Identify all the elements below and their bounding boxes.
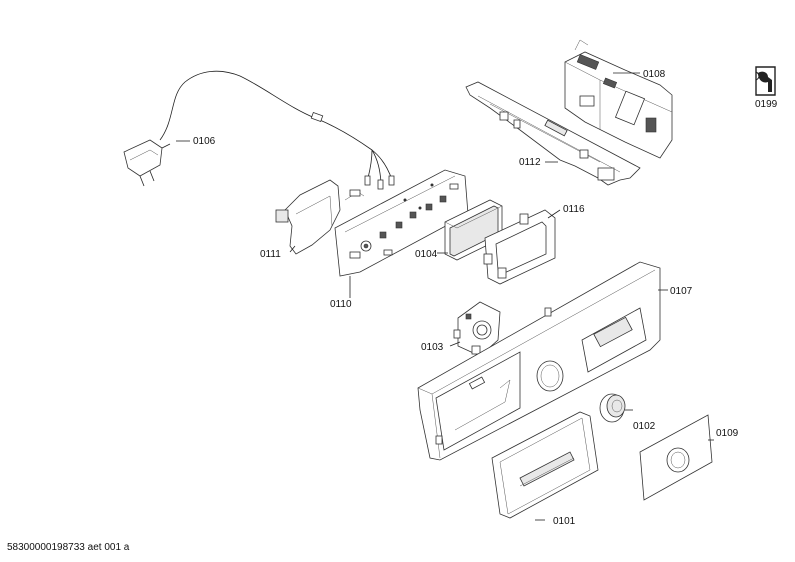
label-0116: 0116 xyxy=(563,204,585,215)
label-0107: 0107 xyxy=(670,286,693,297)
label-0110: 0110 xyxy=(330,299,352,310)
label-0104: 0104 xyxy=(415,249,438,260)
label-0108: 0108 xyxy=(643,69,666,80)
label-0101: 0101 xyxy=(553,516,576,527)
label-0106: 0106 xyxy=(193,136,216,147)
power-module-drawing xyxy=(564,39,673,159)
leader-0111 xyxy=(289,245,296,253)
control-panel-fascia-drawing xyxy=(417,261,661,461)
label-0103: 0103 xyxy=(421,342,444,353)
leader-0103 xyxy=(449,341,461,347)
label-0102: 0102 xyxy=(633,421,656,432)
label-0109: 0109 xyxy=(716,428,739,439)
selector-knob-drawing xyxy=(599,393,626,423)
selector-unit-drawing xyxy=(453,301,501,357)
label-0111: 0111 xyxy=(260,249,281,260)
label-0112: 0112 xyxy=(519,157,541,168)
knob-cover-plate-drawing xyxy=(639,414,713,501)
control-bracket-drawing xyxy=(465,81,641,186)
detergent-drawer-drawing xyxy=(491,411,599,519)
wrench-service-icon xyxy=(755,66,776,96)
display-frame-drawing xyxy=(483,209,556,285)
label-0199: 0199 xyxy=(755,99,778,110)
leader-0116 xyxy=(547,209,561,219)
drawing-reference-number: 58300000198733 aet 001 a xyxy=(7,542,130,553)
holder-bracket-drawing xyxy=(275,179,365,255)
power-cord-drawing xyxy=(123,70,395,190)
